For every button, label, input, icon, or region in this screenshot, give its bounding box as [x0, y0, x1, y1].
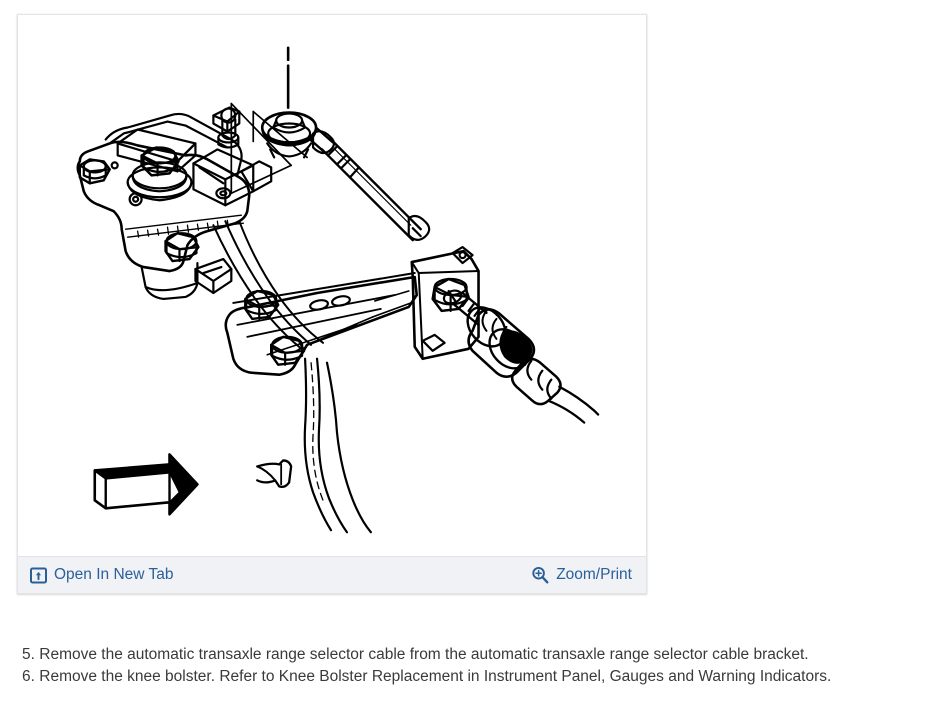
- zoom-print-label: Zoom/Print: [556, 566, 632, 584]
- transaxle-range-selector-cable-drawing: [76, 46, 600, 534]
- magnifier-plus-icon: [531, 566, 549, 584]
- figure-image[interactable]: [18, 15, 646, 556]
- open-in-new-tab-icon: [30, 567, 47, 584]
- step-text: Remove the automatic transaxle range sel…: [39, 646, 809, 663]
- zoom-print-link[interactable]: Zoom/Print: [531, 566, 632, 584]
- step-text: Remove the knee bolster. Refer to Knee B…: [39, 668, 832, 685]
- step-number: 6.: [22, 668, 35, 685]
- list-item: 5. Remove the automatic transaxle range …: [22, 644, 932, 666]
- figure-panel: Open In New Tab Zoom/Print: [17, 14, 647, 594]
- figure-toolbar: Open In New Tab Zoom/Print: [18, 556, 646, 593]
- step-number: 5.: [22, 646, 35, 663]
- open-in-new-tab-label: Open In New Tab: [54, 566, 174, 584]
- steps-list: 5. Remove the automatic transaxle range …: [22, 644, 932, 688]
- open-in-new-tab-link[interactable]: Open In New Tab: [30, 567, 173, 584]
- list-item: 6. Remove the knee bolster. Refer to Kne…: [22, 666, 932, 688]
